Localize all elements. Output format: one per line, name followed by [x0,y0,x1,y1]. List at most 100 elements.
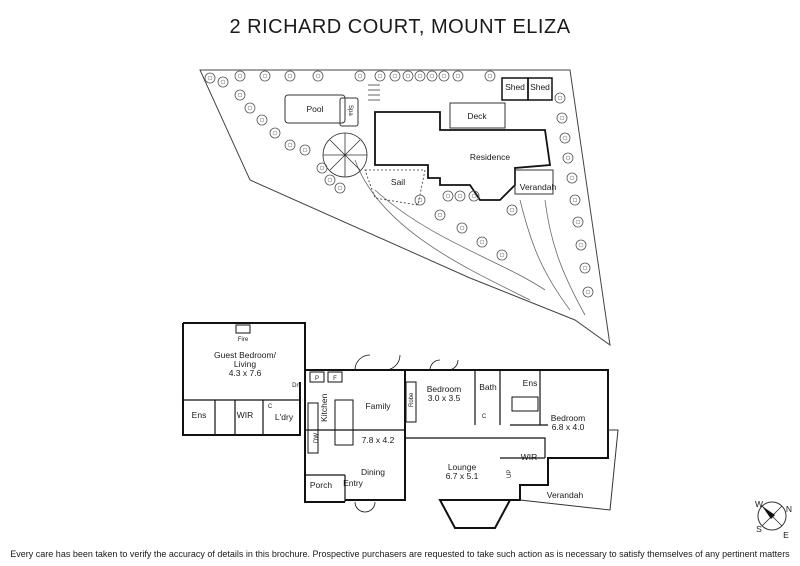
tree-core [237,73,243,79]
tree-icon [284,70,296,82]
laundry-label: L'dry [275,412,294,422]
compass-w: W [755,499,763,509]
driveway [354,159,586,316]
disclaimer-text: Every care has been taken to verify the … [10,549,790,559]
tree-icon [506,204,518,216]
tree-core [499,252,505,258]
ens-right-label: Ens [523,378,538,388]
pantry-label: P [315,376,319,382]
dining-label: Dining [361,467,385,477]
compass-s: S [756,524,762,534]
site-trees [204,70,594,298]
tree-icon [456,222,468,234]
tree-core [572,197,578,203]
pantry [309,371,325,383]
tree-core [302,147,308,153]
tree-icon [566,172,578,184]
verandah-floor-outline [519,429,619,511]
tree-icon [575,239,587,251]
bedroom-1-dims: 3.0 x 3.5 [428,393,461,403]
tree-core [575,219,581,225]
family-label: Family [365,401,391,411]
tree-core [377,73,383,79]
tree-icon [324,174,336,186]
c-left-label: C [268,404,273,410]
tree-core [272,130,278,136]
tree-icon [389,70,401,82]
compass-rose [757,501,787,531]
deck-label: Deck [467,111,487,121]
tree-icon [572,216,584,228]
compass-e: E [783,530,789,540]
lounge-dims: 6.7 x 5.1 [446,471,479,481]
tree-core [237,92,243,98]
tree-icon [559,132,571,144]
tree-core [455,73,461,79]
tree-icon [468,190,480,202]
c-mid-label: C [482,414,487,420]
tree-icon [582,286,594,298]
kitchen-island [334,399,354,446]
tree-icon [414,70,426,82]
tree-icon [374,70,386,82]
tree-core [327,177,333,183]
ens-left-label: Ens [192,410,207,420]
tree-icon [269,127,281,139]
bedroom-2-label: Bedroom [551,413,586,423]
dw-label: DW [314,433,320,443]
compass-n: N [786,504,792,514]
tree-icon [312,70,324,82]
tree-core [392,73,398,79]
tree-core [207,75,213,81]
tree-icon [484,70,496,82]
guest-bedroom-label: Guest Bedroom/ [214,350,277,360]
bath-tub [511,396,539,412]
tree-icon [234,89,246,101]
dn-label: Dn [292,383,300,389]
tree-core [220,79,226,85]
kitchen-bench [307,402,319,454]
shed-2-label: Shed [530,82,550,92]
tree-core [559,115,565,121]
fire-label: Fire [238,337,249,343]
tree-icon [259,70,271,82]
tree-icon [244,102,256,114]
wir-right-label: WIR [521,452,538,462]
verandah-outline [514,169,554,195]
main-house-inner-walls [305,370,548,502]
fridge [327,371,343,383]
tree-core [262,73,268,79]
sail-label: Sail [391,177,405,187]
robe-label: Robe [409,392,415,407]
bedroom-2-dims: 6.8 x 4.0 [552,422,585,432]
spa-outline [339,97,359,127]
tree-core [437,212,443,218]
spa-label: Spa [347,105,353,116]
tree-core [471,193,477,199]
residence-outline [374,111,552,201]
tree-icon [426,70,438,82]
tree-core [319,165,325,171]
tree-core [487,73,493,79]
site-boundary [199,69,611,347]
tree-core [557,95,563,101]
tree-icon [438,70,450,82]
floor-plan [182,322,619,529]
tree-core [429,73,435,79]
tree-core [565,155,571,161]
tree-icon [402,70,414,82]
guest-wing-inner-walls [183,399,300,435]
tree-core [582,265,588,271]
guest-wing-walls [182,322,306,436]
porch-label: Porch [310,480,332,490]
lounge-bay-window [439,499,511,529]
tree-core [457,193,463,199]
bedroom-1-label: Bedroom [427,384,462,394]
kitchen-label: Kitchen [319,393,329,422]
tree-icon [562,152,574,164]
site-steps [368,84,380,101]
door-swings [354,354,459,513]
tree-core [445,193,451,199]
tree-icon [476,236,488,248]
